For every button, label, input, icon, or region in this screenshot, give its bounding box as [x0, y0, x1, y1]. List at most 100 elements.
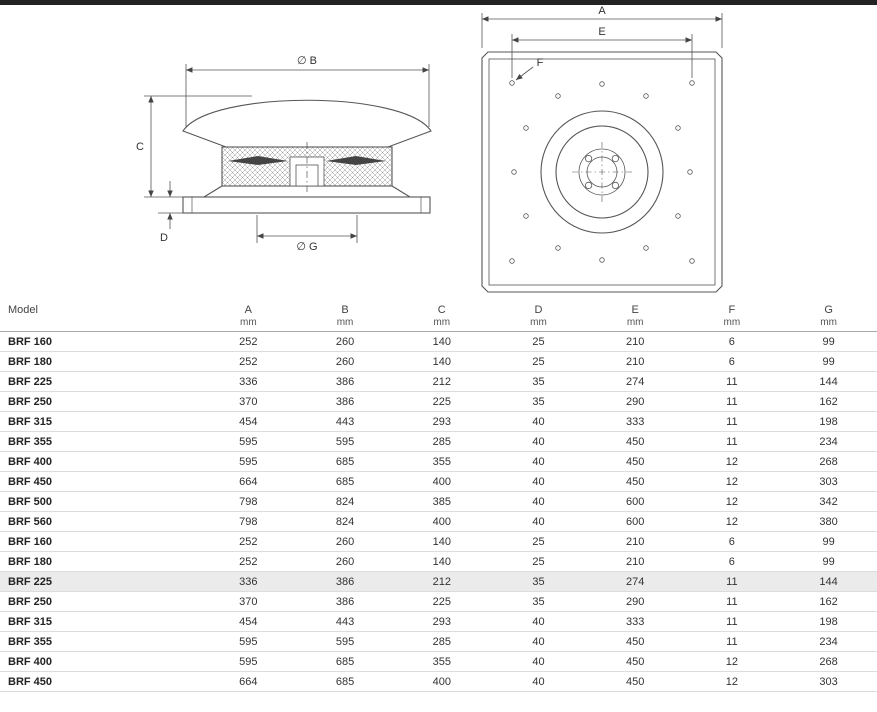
value-cell: 99	[780, 531, 877, 552]
value-cell: 40	[490, 511, 587, 532]
side-view-drawing	[182, 99, 432, 214]
value-cell: 268	[780, 651, 877, 672]
value-cell: 11	[683, 631, 781, 652]
value-cell: 260	[296, 551, 394, 572]
value-cell: 6	[683, 331, 781, 352]
value-cell: 685	[296, 651, 394, 672]
value-cell: 212	[393, 571, 491, 592]
value-cell: 11	[683, 571, 781, 592]
column-header-a: A mm	[200, 300, 297, 332]
value-cell: 336	[200, 571, 297, 592]
column-header-model-label: Model	[8, 304, 38, 316]
value-cell: 664	[200, 471, 297, 492]
value-cell: 290	[586, 391, 684, 412]
value-cell: 333	[586, 611, 684, 632]
column-header-model: Model	[0, 300, 200, 332]
technical-drawings: ∅ B C D ∅ G	[0, 5, 877, 300]
model-cell: BRF 160	[0, 531, 200, 552]
dim-label-a: A	[598, 5, 606, 17]
value-cell: 355	[393, 451, 491, 472]
value-cell: 293	[393, 411, 491, 432]
model-cell: BRF 225	[0, 371, 200, 392]
value-cell: 11	[683, 391, 781, 412]
value-cell: 293	[393, 611, 491, 632]
fan-dome-cap	[182, 99, 432, 148]
model-cell: BRF 315	[0, 611, 200, 632]
value-cell: 290	[586, 591, 684, 612]
value-cell: 260	[296, 351, 394, 372]
column-unit: mm	[336, 317, 354, 328]
value-cell: 336	[200, 371, 297, 392]
top-view-drawing	[481, 51, 723, 293]
value-cell: 386	[296, 371, 394, 392]
column-unit: mm	[820, 317, 837, 328]
value-cell: 252	[200, 351, 297, 372]
value-cell: 303	[780, 671, 877, 692]
value-cell: 252	[200, 551, 297, 572]
dim-label-b: ∅ B	[297, 55, 317, 67]
dim-label-e: E	[598, 26, 605, 38]
dim-label-g: ∅ G	[296, 241, 317, 253]
column-unit: mm	[626, 317, 644, 328]
value-cell: 450	[586, 471, 684, 492]
value-cell: 260	[296, 331, 394, 352]
value-cell: 386	[296, 571, 394, 592]
column-unit: mm	[530, 317, 547, 328]
value-cell: 40	[490, 431, 587, 452]
value-cell: 12	[683, 651, 781, 672]
model-cell: BRF 355	[0, 631, 200, 652]
column-header-e: E mm	[586, 300, 684, 332]
value-cell: 600	[586, 511, 684, 532]
value-cell: 99	[780, 551, 877, 572]
value-cell: 685	[296, 671, 394, 692]
value-cell: 40	[490, 411, 587, 432]
model-cell: BRF 400	[0, 451, 200, 472]
column-label: G	[824, 304, 833, 316]
column-unit: mm	[240, 317, 257, 328]
value-cell: 40	[490, 631, 587, 652]
value-cell: 400	[393, 471, 491, 492]
value-cell: 99	[780, 351, 877, 372]
value-cell: 443	[296, 411, 394, 432]
top-view-dimensions	[481, 13, 723, 81]
top-bar	[0, 0, 877, 5]
value-cell: 664	[200, 671, 297, 692]
value-cell: 11	[683, 591, 781, 612]
column-label: D	[534, 304, 543, 316]
value-cell: 11	[683, 411, 781, 432]
value-cell: 443	[296, 611, 394, 632]
value-cell: 342	[780, 491, 877, 512]
value-cell: 25	[490, 531, 587, 552]
opening-outer-circle	[540, 110, 664, 234]
column-header-d: D mm	[490, 300, 587, 332]
column-header-f: F mm	[683, 300, 781, 332]
drawings-svg: ∅ B C D ∅ G	[136, 5, 723, 293]
value-cell: 595	[200, 451, 297, 472]
value-cell: 25	[490, 331, 587, 352]
model-cell: BRF 180	[0, 551, 200, 572]
hub-bolt-holes	[584, 155, 620, 189]
value-cell: 12	[683, 491, 781, 512]
model-cell: BRF 250	[0, 391, 200, 412]
opening-inner-circle	[555, 125, 649, 219]
dim-label-d: D	[160, 232, 168, 244]
value-cell: 285	[393, 431, 491, 452]
model-cell: BRF 180	[0, 351, 200, 372]
dimensions-table: Model A mm B mm C mm D mm E mm	[0, 300, 877, 692]
model-cell: BRF 450	[0, 671, 200, 692]
value-cell: 386	[296, 591, 394, 612]
value-cell: 798	[200, 491, 297, 512]
value-cell: 225	[393, 391, 491, 412]
value-cell: 595	[200, 651, 297, 672]
value-cell: 595	[200, 631, 297, 652]
